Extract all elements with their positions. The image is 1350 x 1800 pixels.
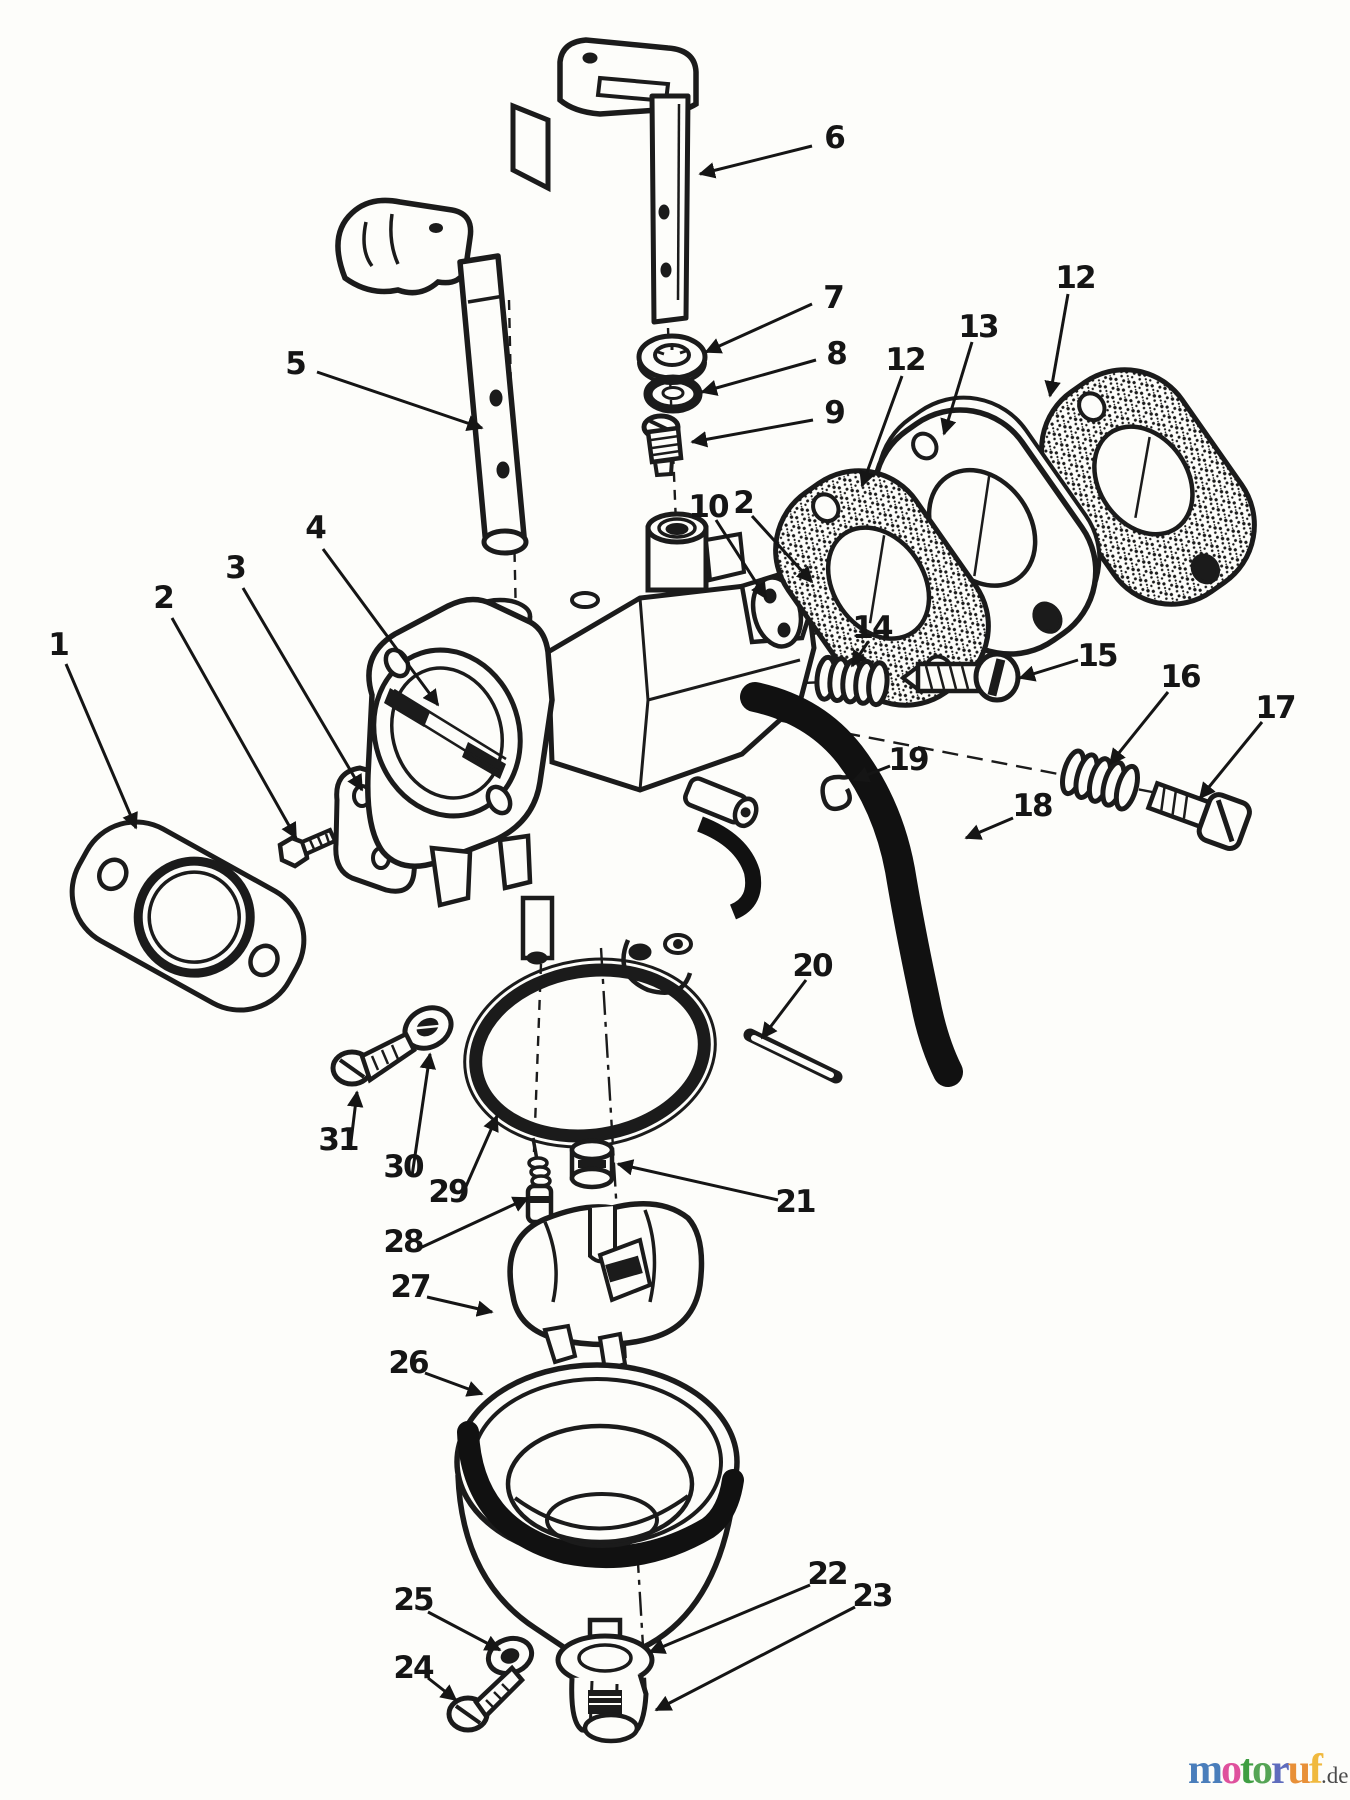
motoruf-logo: motoruf.de [1188, 1748, 1348, 1796]
callout-13: 13 [958, 309, 999, 345]
callout-23: 23 [852, 1578, 893, 1614]
callout-17: 17 [1255, 690, 1296, 726]
callout-28: 28 [383, 1224, 424, 1260]
callout-12a: 12 [885, 342, 926, 378]
part-float-pin-20 [743, 1028, 843, 1084]
part-gasket-12-left [773, 468, 991, 708]
part-drain-screw-24 [446, 1664, 526, 1733]
part-hex-bolt-2 [277, 827, 338, 869]
callout-30: 30 [383, 1149, 424, 1185]
callout-8: 8 [826, 336, 848, 372]
part-washer-7 [636, 333, 708, 385]
part-spring-16 [1060, 748, 1140, 812]
part-spring-14 [814, 654, 890, 708]
callout-5: 5 [285, 346, 307, 382]
callout-1: 1 [48, 627, 70, 663]
callout-21: 21 [775, 1184, 816, 1220]
logo-letter: u [1287, 1747, 1311, 1793]
callout-20: 20 [792, 948, 833, 984]
callout-9: 9 [824, 395, 846, 431]
callout-16: 16 [1160, 659, 1201, 695]
logo-suffix: .de [1321, 1763, 1349, 1788]
callout-29: 29 [428, 1174, 469, 1210]
part-float-bowl-26 [454, 1362, 744, 1659]
callout-15: 15 [1077, 638, 1118, 674]
logo-letter: t [1240, 1747, 1254, 1793]
logo-letter: f [1309, 1747, 1323, 1793]
part-seal-8 [643, 374, 703, 414]
callout-24: 24 [393, 1650, 434, 1686]
callout-12b: 12 [1055, 260, 1096, 296]
callout-4: 4 [305, 510, 327, 546]
callout-10: 10 [688, 489, 729, 525]
part-seat-21 [569, 1138, 615, 1190]
part-float-27 [507, 1201, 705, 1373]
callout-2b: 2 [733, 485, 755, 521]
logo-letter: o [1221, 1747, 1242, 1793]
callout-6: 6 [824, 120, 846, 156]
part-carburetor-body-4 [365, 511, 817, 995]
callout-25: 25 [393, 1582, 434, 1618]
callout-14: 14 [852, 610, 893, 646]
callout-22: 22 [807, 1556, 848, 1592]
callout-31: 31 [318, 1122, 359, 1158]
callout-19: 19 [888, 742, 929, 778]
part-bowl-screw-31 [330, 1030, 417, 1087]
leader-lines [64, 144, 1264, 1712]
callout-26: 26 [388, 1345, 429, 1381]
logo-letter: m [1188, 1747, 1223, 1793]
logo-letter: o [1252, 1747, 1273, 1793]
part-throttle-shaft-6 [510, 37, 699, 325]
part-gasket-12-right [1039, 367, 1257, 607]
callout-27: 27 [390, 1269, 431, 1305]
logo-letter: r [1271, 1747, 1290, 1793]
callout-7: 7 [823, 280, 845, 316]
part-jet-screw-9 [641, 413, 684, 478]
part-fuel-hose-18 [740, 682, 963, 1087]
part-bowl-bolt-22-23 [555, 1617, 655, 1744]
part-choke-shaft-5 [335, 197, 529, 556]
callout-18: 18 [1012, 788, 1053, 824]
callout-3: 3 [225, 550, 247, 586]
part-mounting-gasket-1 [69, 819, 307, 1013]
part-idle-screw-15 [899, 651, 1021, 703]
part-cap-screw-17 [1145, 780, 1252, 851]
callout-2: 2 [153, 580, 175, 616]
